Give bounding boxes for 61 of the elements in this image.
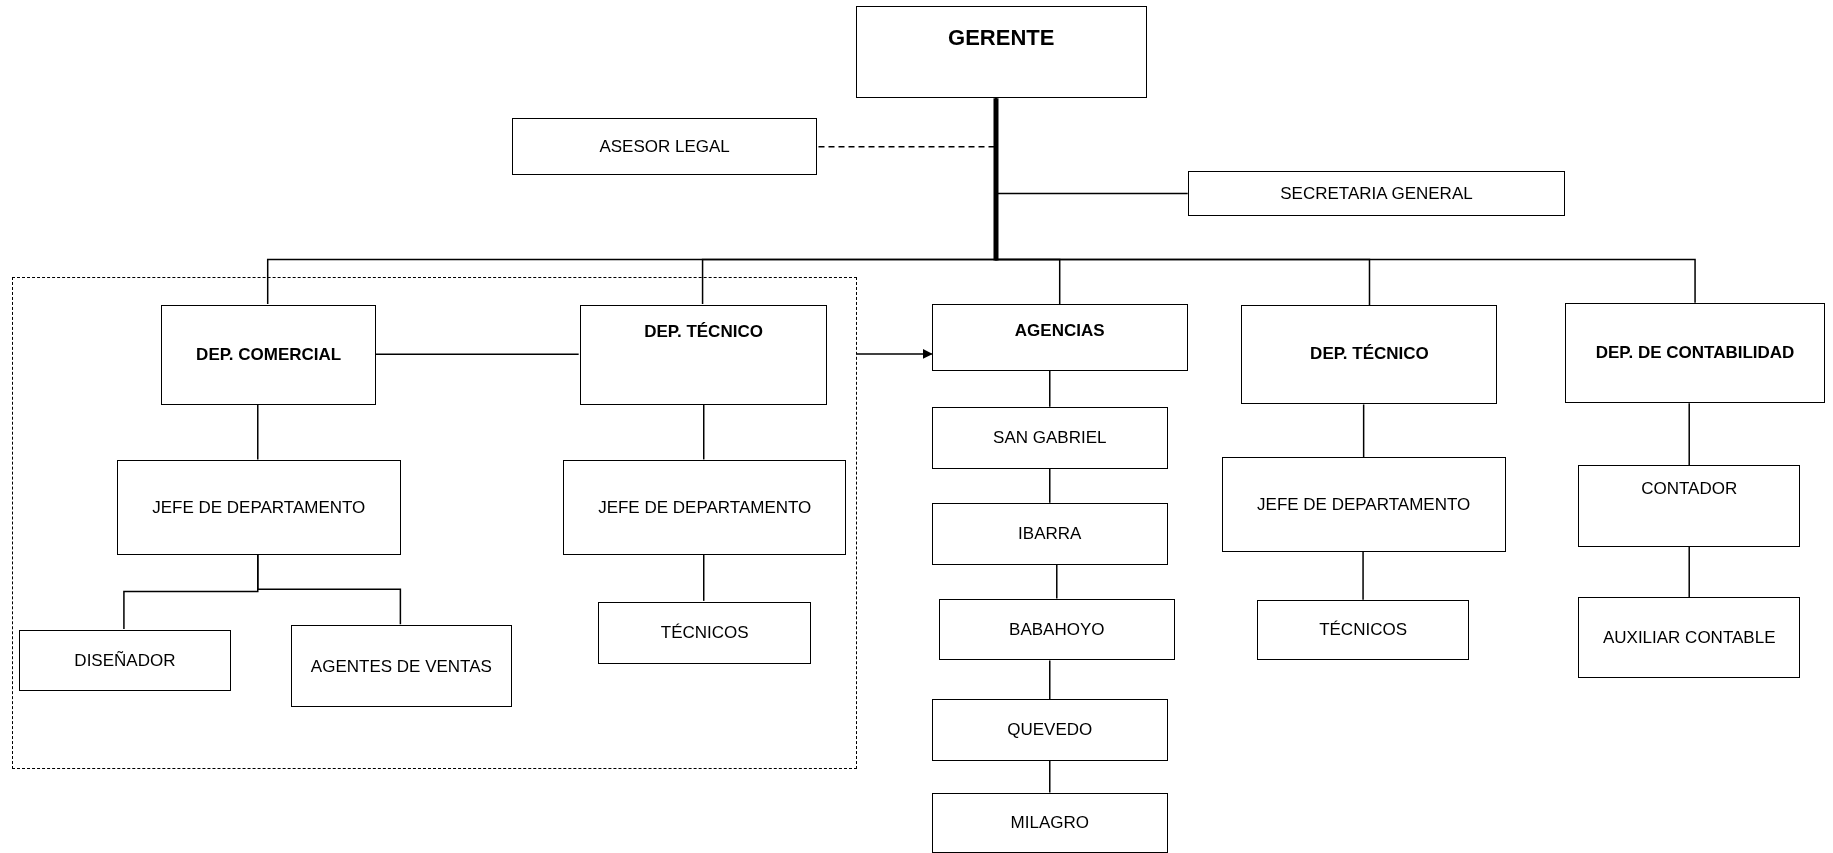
org-box [161, 304, 377, 406]
box-label: BABAHOYO [1009, 618, 1105, 641]
box-label: DISEÑADOR [74, 649, 176, 671]
box-label: JEFE DE DEPARTAMENTO [598, 497, 812, 519]
box-label: MILAGRO [1010, 812, 1089, 834]
org-box [938, 598, 1175, 661]
box-label: DEP. TÉCNICO [1310, 343, 1429, 366]
connector-line [1688, 402, 1690, 466]
box-label: SAN GABRIEL [993, 427, 1107, 449]
org-box [1578, 597, 1801, 678]
org-box [563, 460, 847, 556]
org-box [18, 629, 232, 691]
box-label: DEP. COMERCIAL [196, 343, 342, 366]
org-box [1256, 599, 1470, 661]
box-label: JEFE DE DEPARTAMENTO [152, 497, 366, 519]
org-box [512, 118, 818, 176]
connector-line [1056, 563, 1058, 600]
connector-line [1049, 468, 1051, 504]
box-label: DEP. DE CONTABILIDAD [1595, 341, 1795, 364]
org-box [1241, 305, 1498, 405]
org-box [116, 460, 401, 556]
box-label: SECRETARIA GENERAL [1280, 182, 1473, 205]
connector-line [1049, 760, 1051, 794]
box-label: ASESOR LEGAL [599, 136, 730, 158]
connector-line [703, 403, 705, 461]
box-label: AGENTES DE VENTAS [310, 655, 492, 677]
connector-line [1362, 403, 1365, 458]
box-label: TÉCNICOS [1319, 619, 1407, 641]
box-label: QUEVEDO [1007, 719, 1093, 741]
connector-line [374, 353, 580, 355]
connector-line [1049, 659, 1051, 700]
box-label: JEFE DE DEPARTAMENTO [1257, 493, 1471, 516]
dashed-group-frame [11, 277, 857, 770]
connector-line [257, 553, 402, 625]
org-box [931, 699, 1168, 761]
arrow [856, 348, 933, 359]
box-label: IBARRA [1018, 523, 1082, 545]
box-label: GERENTE [948, 23, 1055, 52]
connector-line [1362, 551, 1364, 601]
org-box [290, 625, 512, 708]
org-box [855, 5, 1147, 99]
box-label: DEP. TÉCNICO [644, 320, 763, 343]
connector-line [703, 553, 705, 602]
org-box [1187, 170, 1566, 217]
org-box [1221, 457, 1506, 552]
org-box [1565, 302, 1825, 404]
org-box [931, 406, 1168, 469]
connector-line [1049, 369, 1051, 408]
org-box [579, 304, 828, 406]
box-label: TÉCNICOS [660, 622, 749, 644]
org-box [1578, 465, 1801, 548]
org-box [931, 792, 1168, 853]
org-box [931, 303, 1188, 371]
connector-line [1688, 546, 1690, 599]
org-box [598, 601, 812, 664]
box-label: AGENCIAS [1014, 319, 1105, 342]
box-label: CONTADOR [1641, 478, 1738, 500]
box-label: AUXILIAR CONTABLE [1602, 627, 1776, 649]
connector-line [257, 403, 259, 461]
trunk-line [993, 98, 999, 261]
org-box [931, 502, 1168, 565]
